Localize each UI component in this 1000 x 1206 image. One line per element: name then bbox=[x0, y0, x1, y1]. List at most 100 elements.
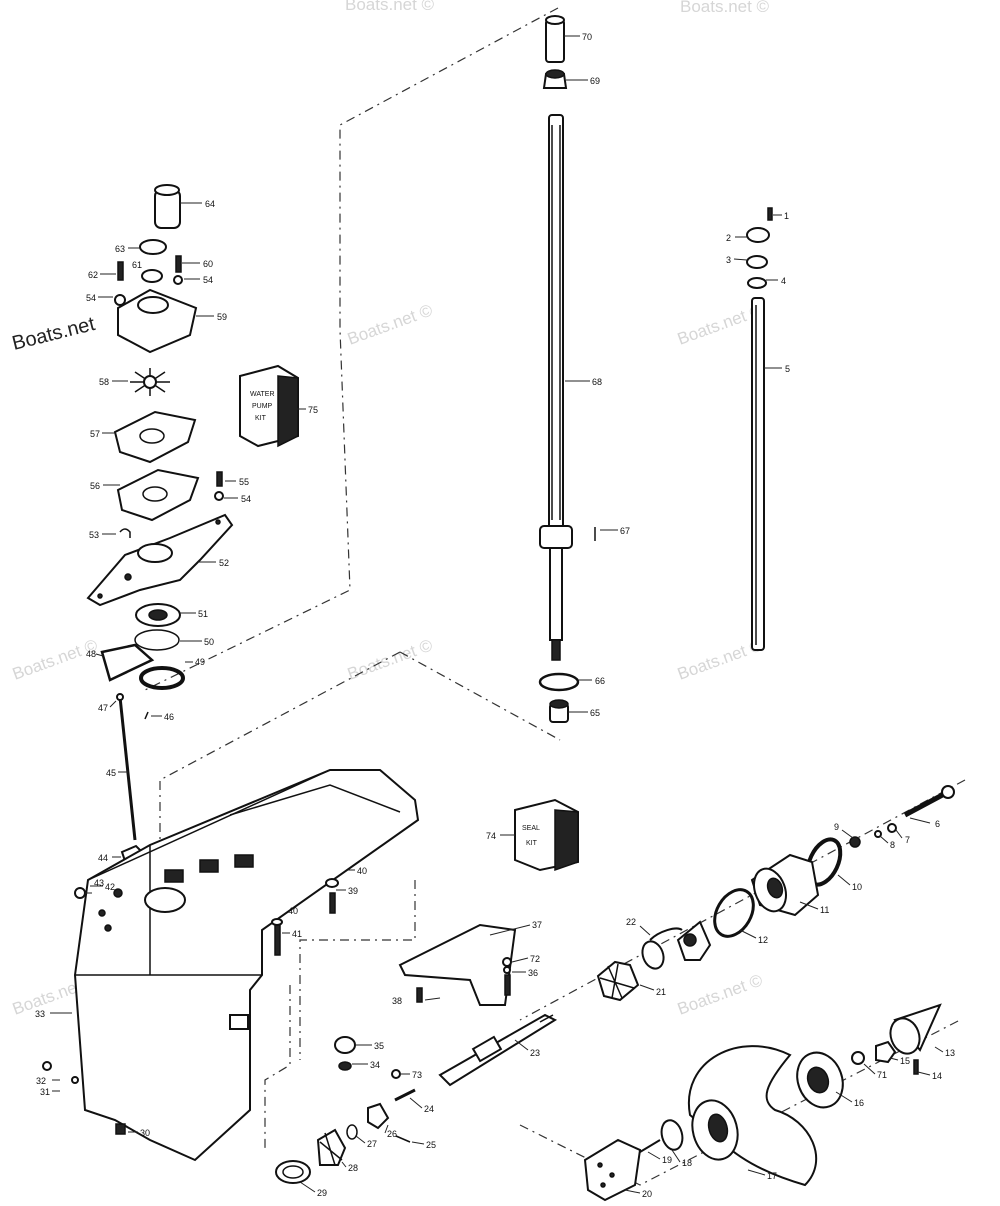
carrier-oring bbox=[713, 888, 755, 938]
callout-2: 2 bbox=[726, 233, 731, 243]
watermark: Boats.net © bbox=[10, 635, 101, 683]
callout-66: 66 bbox=[595, 676, 605, 686]
callout-27: 27 bbox=[367, 1139, 377, 1149]
shaft-sleeve bbox=[545, 19, 565, 63]
shaft-collar bbox=[539, 525, 573, 549]
pump-screw bbox=[175, 255, 182, 273]
callout-39: 39 bbox=[348, 886, 358, 896]
pinion-nut bbox=[338, 1061, 352, 1071]
pinion-gear bbox=[334, 1036, 356, 1054]
watermark: Boats.net © bbox=[675, 970, 766, 1018]
cradle-bolt bbox=[903, 789, 950, 818]
callout-labels: 70 69 64 63 62 61 60 54 54 59 58 75 57 5… bbox=[35, 32, 955, 1199]
prop-washer bbox=[851, 1051, 865, 1065]
watermark: Boats.net © bbox=[680, 0, 770, 16]
impeller bbox=[130, 368, 170, 396]
callout-58: 58 bbox=[99, 377, 109, 387]
callout-10: 10 bbox=[852, 882, 862, 892]
kit-label-line3: KIT bbox=[255, 415, 267, 422]
callout-6: 6 bbox=[935, 819, 940, 829]
clutch-spring bbox=[346, 1124, 358, 1140]
gear-housing bbox=[73, 769, 420, 1162]
shift-screw bbox=[767, 207, 773, 221]
callout-3: 3 bbox=[726, 255, 731, 265]
propeller bbox=[687, 1045, 818, 1187]
callout-26: 26 bbox=[387, 1129, 397, 1139]
front-thrust-washer bbox=[660, 1119, 684, 1151]
callout-11: 11 bbox=[820, 905, 829, 915]
callout-18: 18 bbox=[682, 1158, 692, 1168]
callout-62: 62 bbox=[88, 270, 98, 280]
plate-screw bbox=[216, 471, 223, 487]
front-hub bbox=[583, 1138, 642, 1202]
detent-spring bbox=[395, 1135, 411, 1143]
callout-14: 14 bbox=[932, 1071, 942, 1081]
callout-40: 40 bbox=[357, 866, 367, 876]
callout-16: 16 bbox=[854, 1098, 864, 1108]
anode-assembly bbox=[398, 923, 517, 1006]
watermark: Boats.net © bbox=[345, 300, 436, 348]
callout-38: 38 bbox=[392, 996, 402, 1006]
bolt-washer bbox=[874, 830, 882, 838]
seal-kit-line1: SEAL bbox=[522, 825, 540, 832]
rod-seal bbox=[116, 693, 124, 701]
callout-7: 7 bbox=[905, 835, 910, 845]
callout-17: 17 bbox=[767, 1171, 777, 1181]
washer bbox=[214, 491, 224, 501]
callout-65: 65 bbox=[590, 708, 600, 718]
callout-71: 71 bbox=[877, 1070, 887, 1080]
callout-54: 54 bbox=[86, 293, 96, 303]
kit-label-line2: PUMP bbox=[252, 403, 273, 410]
anode-screw bbox=[416, 987, 423, 1003]
callout-12: 12 bbox=[758, 935, 768, 945]
kit-label-line1: WATER bbox=[250, 391, 275, 398]
washer bbox=[114, 294, 126, 306]
pump-ring bbox=[141, 269, 163, 283]
callout-8: 8 bbox=[890, 840, 895, 850]
housing-screw bbox=[329, 892, 336, 914]
pump-plate bbox=[116, 468, 200, 522]
housing-hardware bbox=[42, 878, 339, 1084]
leader-lines bbox=[50, 35, 944, 1194]
shim-ring bbox=[538, 672, 580, 692]
watermark: Boats.net © bbox=[345, 0, 435, 14]
callout-42: 42 bbox=[105, 882, 115, 892]
callout-28: 28 bbox=[348, 1163, 358, 1173]
callout-70: 70 bbox=[582, 32, 592, 42]
shift-plunger bbox=[394, 1088, 416, 1102]
callout-56: 56 bbox=[90, 481, 100, 491]
callout-30: 30 bbox=[140, 1128, 150, 1138]
drive-shaft-assembly bbox=[538, 15, 596, 723]
callout-32: 32 bbox=[36, 1076, 46, 1086]
callout-23: 23 bbox=[530, 1048, 540, 1058]
o-ring-lower bbox=[139, 666, 185, 690]
callout-67: 67 bbox=[620, 526, 630, 536]
brand-watermark: Boats.net bbox=[10, 313, 98, 355]
o-ring-upper bbox=[134, 629, 180, 651]
pump-seal bbox=[139, 239, 167, 255]
rod-clip bbox=[144, 711, 149, 720]
callout-44: 44 bbox=[98, 853, 108, 863]
callout-37: 37 bbox=[532, 920, 542, 930]
pump-insert-top bbox=[154, 184, 180, 196]
callout-64: 64 bbox=[205, 199, 215, 209]
callout-15: 15 bbox=[900, 1056, 910, 1066]
callout-21: 21 bbox=[656, 987, 666, 997]
callout-5: 5 bbox=[785, 364, 790, 374]
housing-screw bbox=[274, 924, 281, 956]
callout-4: 4 bbox=[781, 276, 786, 286]
callout-61: 61 bbox=[132, 260, 142, 270]
callout-54: 54 bbox=[241, 494, 251, 504]
callout-60: 60 bbox=[203, 259, 213, 269]
housing-washer bbox=[325, 878, 339, 888]
retaining-ring bbox=[649, 927, 683, 941]
callout-48: 48 bbox=[86, 649, 96, 659]
callout-22: 22 bbox=[626, 917, 636, 927]
water-pump-assembly bbox=[86, 184, 234, 868]
callout-73: 73 bbox=[412, 1070, 422, 1080]
prop-nut bbox=[875, 1040, 897, 1064]
bolt-washer bbox=[887, 823, 897, 833]
callout-41: 41 bbox=[292, 929, 302, 939]
shift-shaft-assembly bbox=[746, 207, 773, 651]
